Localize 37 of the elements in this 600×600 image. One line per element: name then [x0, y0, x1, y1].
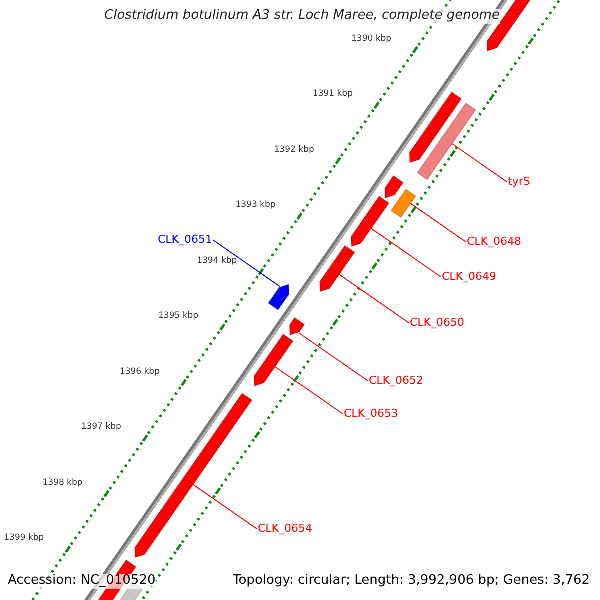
gene-label: CLK_0650 [410, 316, 465, 330]
gene-label: CLK_0649 [442, 270, 497, 284]
tick-label: 1396 kbp [120, 368, 160, 378]
gene-bar [390, 188, 417, 218]
gene-label: tyrS [508, 176, 530, 188]
map-title: Clostridium botulinum A3 str. Loch Maree, complete genome [104, 9, 500, 24]
gene-label: CLK_0651 [158, 234, 213, 246]
gene-label: CLK_0654 [258, 522, 313, 536]
leader-line [452, 144, 508, 182]
gene-bar [416, 102, 477, 181]
gene-feature [254, 334, 294, 387]
tick-label: 1391 kbp [312, 90, 353, 100]
leader-line [371, 228, 442, 278]
gene-label: CLK_0653 [344, 408, 399, 420]
tick-label: 1398 kbp [42, 478, 83, 489]
tick-label: 1399 kbp [4, 534, 44, 544]
tick-label: 1394 kbp [197, 256, 238, 267]
tick-label: 1395 kbp [158, 312, 199, 322]
tick-label: 1392 kbp [274, 146, 314, 156]
leader-line [410, 203, 466, 242]
gene-feature [134, 392, 253, 558]
leader-line [274, 366, 344, 414]
gene-feature [268, 284, 290, 311]
leader-line [192, 484, 258, 530]
tick-label: 1397 kbp [81, 423, 122, 434]
gene-feature [289, 317, 306, 336]
leader-line [339, 274, 410, 324]
tick-label: 1393 kbp [236, 201, 276, 212]
gene-label: CLK_0652 [369, 374, 424, 388]
gene-feature [350, 196, 390, 248]
leader-line [212, 240, 281, 288]
leader-line [298, 332, 368, 382]
genome-summary-text: Topology: circular; Length: 3,992,906 bp; Genes: 3,762 [233, 574, 590, 589]
gene-feature [320, 245, 356, 292]
gene-label: CLK_0648 [467, 236, 522, 248]
accession-text: Accession: NC_010520 [8, 574, 156, 589]
tick-label: 1390 kbp [352, 34, 392, 45]
